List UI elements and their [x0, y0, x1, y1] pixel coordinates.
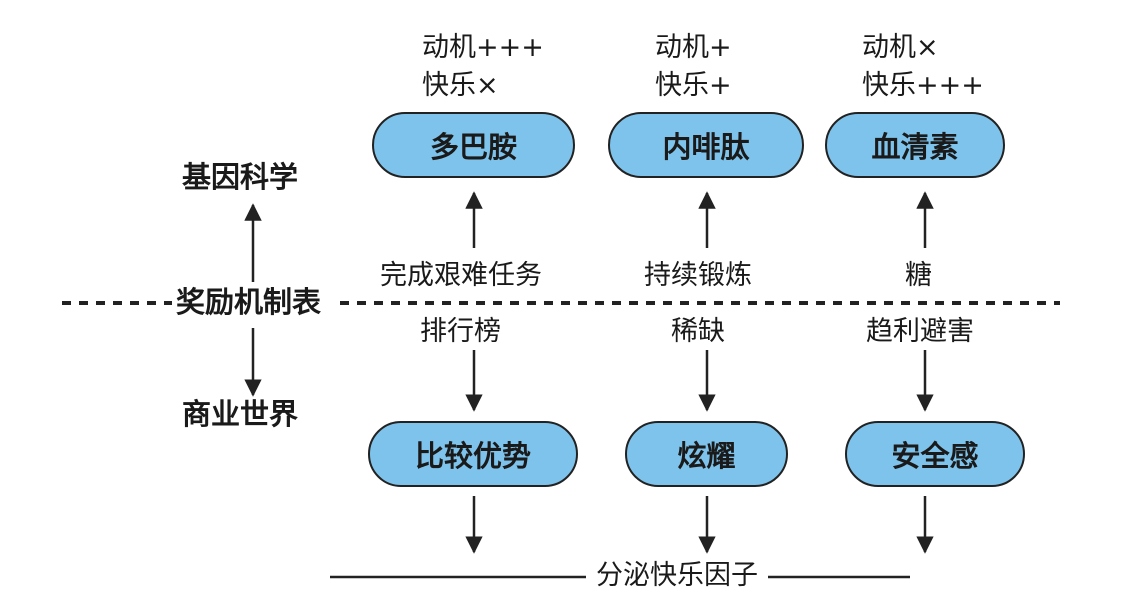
trigger-upper-3: 糖: [905, 260, 932, 291]
trigger-lower-2: 稀缺: [671, 316, 725, 347]
bottom-label: 分泌快乐因子: [586, 562, 768, 589]
hormone-dopamine: 多巴胺: [372, 112, 575, 178]
stat-motivation-1: 动机+++: [422, 32, 544, 63]
trigger-lower-1: 排行榜: [420, 316, 501, 347]
side-label-reward-table: 奖励机制表: [176, 285, 322, 319]
trigger-lower-3: 趋利避害: [866, 316, 974, 347]
side-label-gene-science: 基因科学: [182, 160, 299, 194]
behavior-showoff: 炫耀: [625, 421, 788, 487]
hormone-endorphin: 内啡肽: [608, 112, 804, 178]
behavior-comparison: 比较优势: [368, 421, 578, 487]
stat-motivation-3: 动机×: [862, 32, 939, 63]
trigger-upper-2: 持续锻炼: [644, 260, 752, 291]
stat-motivation-2: 动机+: [655, 32, 732, 63]
hormone-serotonin: 血清素: [825, 112, 1005, 178]
stat-pleasure-2: 快乐+: [655, 70, 732, 101]
trigger-upper-1: 完成艰难任务: [380, 260, 542, 291]
stat-pleasure-3: 快乐+++: [862, 70, 984, 101]
behavior-security: 安全感: [845, 421, 1025, 487]
stat-pleasure-1: 快乐×: [422, 70, 499, 101]
side-label-business-world: 商业世界: [182, 397, 299, 431]
